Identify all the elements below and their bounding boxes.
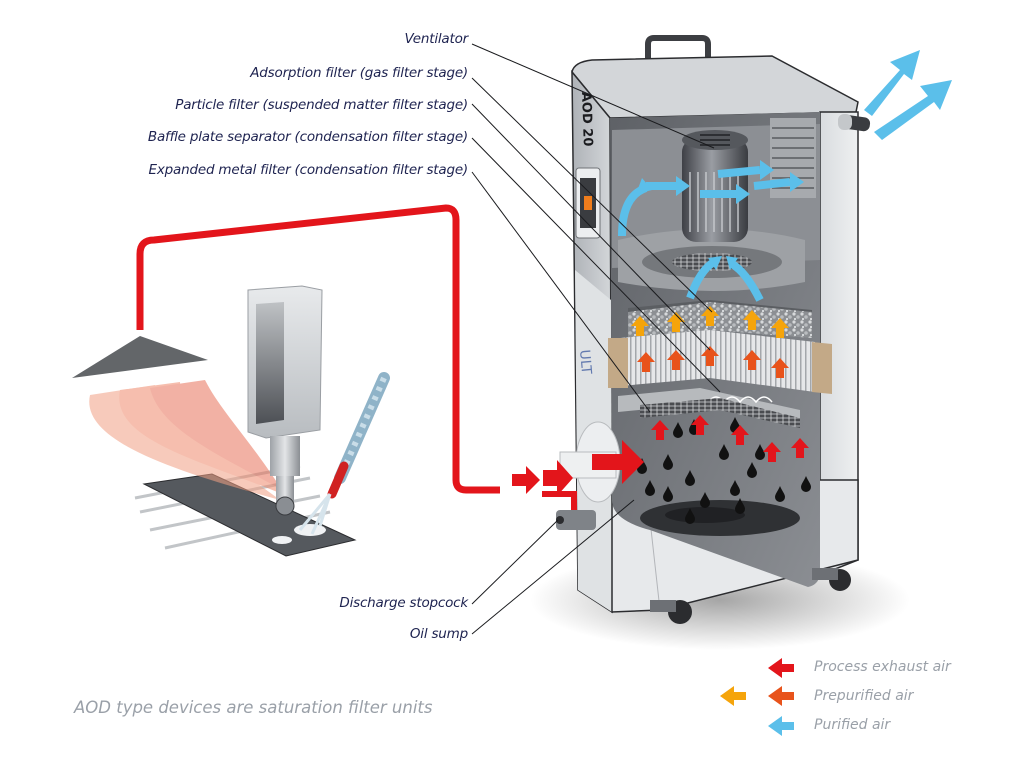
casters [650, 568, 851, 624]
machining-scene [72, 285, 390, 557]
callout-adsorption-filter: Adsorption filter (gas filter stage) [250, 65, 468, 81]
process-exhaust-arrows [512, 415, 809, 496]
callout-particle-filter: Particle filter (suspended matter filter… [175, 97, 468, 113]
legend-arrow-exhaust [768, 658, 794, 678]
cutaway-interior [608, 112, 832, 587]
discharge-stopcock [542, 491, 596, 530]
baffle-plate-separator [618, 388, 800, 424]
legend-swatches [720, 658, 794, 736]
brand-logo: ULT [576, 349, 594, 375]
extraction-hood [72, 336, 208, 378]
workpiece [142, 473, 357, 557]
legend-label-prepurified-air: Prepurified air [814, 688, 914, 704]
exhaust-duct [136, 204, 500, 494]
coolant-nozzle [298, 372, 390, 535]
legend-label-purified-air: Purified air [814, 717, 891, 733]
purified-air-arrowheads [636, 50, 952, 270]
expanded-metal-filter [640, 398, 800, 428]
callout-expanded-metal-filter: Expanded metal filter (condensation filt… [148, 162, 469, 178]
fume-plume [89, 380, 285, 500]
spindle-head [247, 285, 323, 516]
legend-arrow-prepurified-orange [768, 686, 794, 706]
callout-ventilator: Ventilator [404, 31, 469, 47]
callout-discharge-stopcock: Discharge stopcock [339, 595, 468, 611]
model-label: AOD 20 [578, 92, 595, 147]
legend-arrow-purified [768, 716, 794, 736]
power-switch [584, 196, 592, 210]
callout-baffle-plate-separator: Baffle plate separator (condensation fil… [147, 129, 468, 145]
particle-filter [620, 330, 815, 392]
callout-oil-sump: Oil sump [409, 626, 468, 642]
legend-label-process-exhaust-air: Process exhaust air [814, 659, 951, 675]
legend-arrow-prepurified-yellow [720, 686, 746, 706]
control-panel [575, 167, 601, 239]
callout-leader-lines [471, 43, 721, 635]
carry-handle [645, 35, 711, 62]
diagram-caption: AOD type devices are saturation filter u… [74, 698, 433, 717]
